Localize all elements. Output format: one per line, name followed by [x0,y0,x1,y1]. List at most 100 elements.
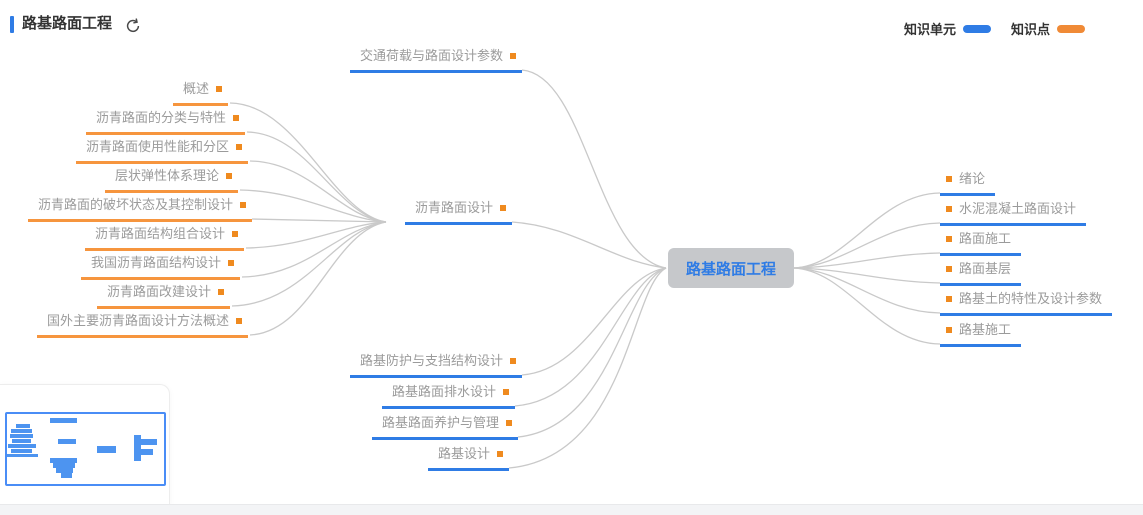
point-node[interactable]: 沥青路面结构组合设计 [84,226,244,251]
node-label: 概述 [182,81,209,96]
node-label: 路基施工 [959,322,1012,337]
point-node[interactable]: 层状弹性体系理论 [104,168,238,193]
legend-item-unit: 知识单元 [904,19,991,38]
edge-path [521,267,667,376]
edge-path [231,221,387,307]
minimap-node-bar [8,444,36,448]
node-label: 路基设计 [437,446,490,461]
edge-path [251,218,387,223]
node-label: 路面施工 [959,231,1012,246]
node-label: 交通荷载与路面设计参数 [359,48,503,63]
edge-path [229,102,387,223]
point-node[interactable]: 国外主要沥青路面设计方法概述 [36,313,248,338]
point-node[interactable]: 沥青路面的破坏状态及其控制设计 [27,197,252,222]
edge-path [241,221,387,278]
minimap-node-bar [97,446,116,453]
node-label: 沥青路面的破坏状态及其控制设计 [37,197,233,212]
edge-path [249,221,387,336]
bullet-icon [510,52,516,59]
node-label: 路基路面养护与管理 [381,415,499,430]
legend-point-label: 知识点 [1010,22,1050,37]
edge-path [793,222,941,269]
minimap-node-bar [11,449,32,453]
legend: 知识单元 知识点 [904,19,1085,38]
root-node[interactable]: 路基路面工程 [668,248,794,288]
root-label: 路基路面工程 [685,260,776,278]
minimap-node-bar [50,458,77,463]
bullet-icon [233,114,239,121]
unit-node[interactable]: 沥青路面设计 [404,200,512,225]
node-label: 沥青路面设计 [414,200,493,215]
unit-node[interactable]: 绪论 [940,171,996,196]
minimap-node-bar [6,454,38,457]
node-label: 路基土的特性及设计参数 [959,291,1103,306]
unit-node[interactable]: 路基施工 [940,322,1022,347]
unit-node[interactable]: 交通荷载与路面设计参数 [349,48,522,73]
unit-node[interactable]: 路基路面排水设计 [381,384,515,409]
edge-path [514,267,667,407]
edge-path [511,221,667,269]
minimap-node-bar [134,435,141,461]
node-label: 沥青路面使用性能和分区 [85,139,229,154]
node-label: 路面基层 [959,261,1012,276]
edge-path [249,160,387,223]
bullet-icon [228,259,234,266]
edge-path [239,189,387,223]
legend-unit-label: 知识单元 [903,22,956,37]
unit-node[interactable]: 路基土的特性及设计参数 [940,291,1113,316]
title-accent-bar [10,16,14,33]
node-label: 水泥混凝土路面设计 [959,201,1077,216]
edge-path [508,267,667,469]
bullet-icon [226,172,232,179]
minimap-node-bar [61,473,72,478]
bottom-strip [0,504,1143,515]
node-label: 路基防护与支挡结构设计 [359,353,503,368]
minimap-node-bar [58,439,76,444]
point-node[interactable]: 沥青路面使用性能和分区 [75,139,248,164]
legend-item-point: 知识点 [1011,19,1085,38]
minimap-node-bar [50,418,77,423]
bullet-icon [236,143,242,150]
node-label: 绪论 [959,171,986,186]
bullet-icon [497,450,503,457]
point-node[interactable]: 沥青路面的分类与特性 [85,110,245,135]
edge-path [246,131,387,223]
minimap-node-bar [141,449,153,455]
point-node[interactable]: 沥青路面改建设计 [96,284,230,309]
bullet-icon [236,317,242,324]
minimap-node-bar [56,468,73,473]
node-label: 国外主要沥青路面设计方法概述 [46,313,229,328]
bullet-icon [946,295,952,302]
edge-path [793,192,941,269]
refresh-icon [126,18,140,33]
bullet-icon [500,204,506,211]
edge-path [245,221,387,249]
bullet-icon [503,388,509,395]
edge-path [793,267,941,345]
bullet-icon [240,201,246,208]
bullet-icon [946,326,952,333]
minimap-node-bar [53,463,75,468]
bullet-icon [218,288,224,295]
unit-node[interactable]: 路基设计 [427,446,509,471]
edge-path [521,69,667,269]
bullet-icon [216,85,222,92]
point-node[interactable]: 我国沥青路面结构设计 [80,255,240,280]
unit-node[interactable]: 路面基层 [940,261,1022,286]
node-label: 沥青路面结构组合设计 [94,226,225,241]
refresh-button[interactable] [124,17,142,35]
unit-node[interactable]: 路基防护与支挡结构设计 [349,353,522,378]
node-label: 层状弹性体系理论 [114,168,219,183]
bullet-icon [232,230,238,237]
minimap-viewport[interactable] [5,412,166,486]
unit-node[interactable]: 路面施工 [940,231,1022,256]
unit-node[interactable]: 路基路面养护与管理 [371,415,518,440]
point-node[interactable]: 概述 [172,81,228,106]
bullet-icon [506,419,512,426]
edge-path [793,267,941,284]
bullet-icon [946,265,952,272]
unit-node[interactable]: 水泥混凝土路面设计 [940,201,1087,226]
edge-path [793,252,941,269]
